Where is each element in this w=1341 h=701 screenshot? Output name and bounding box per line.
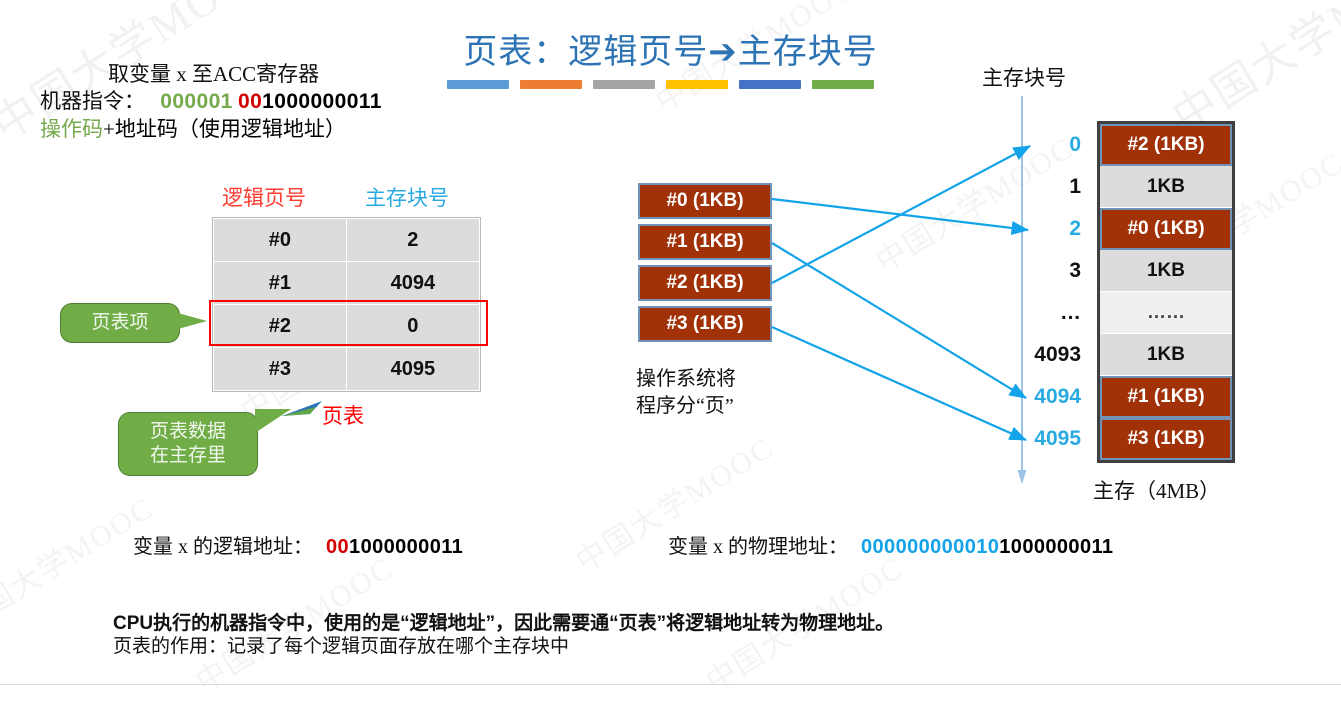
os-paging-note: 操作系统将 程序分“页” [636,366,736,420]
table-row[interactable]: #0 2 [213,218,481,262]
memory-block-number-1: 1 [1005,175,1081,199]
memory-row-label: #0 (1KB) [1127,218,1205,239]
memory-row-label: …… [1147,301,1185,323]
memory-row-4093[interactable]: 1KB [1100,334,1232,376]
main-memory-table: #2 (1KB) 1KB #0 (1KB) 1KB …… 1KB #1 (1KB… [1097,121,1235,463]
os-paging-note-line-2: 程序分“页” [636,395,734,417]
memory-row-label: #1 (1KB) [1127,386,1205,407]
memory-block-number-0: 0 [1005,133,1081,157]
program-page-block-0: #0 (1KB) [638,183,772,219]
page-number-cell: #2 [213,304,347,348]
table-row[interactable]: #3 4095 [213,347,481,391]
logical-address-line: 变量 x 的逻辑地址： 001000000011 [133,530,463,559]
memory-block-number-label: 2 [1069,217,1081,240]
memory-block-number-label: 4093 [1034,343,1081,366]
physical-address-low: 1000000011 [999,536,1114,558]
program-page-block-3: #3 (1KB) [638,306,772,342]
memory-block-number-3: 3 [1005,259,1081,283]
logical-address-low: 1000000011 [349,536,464,558]
callout-page-table-entry: 页表项 [60,303,207,343]
memory-block-number-4094: 4094 [1005,385,1081,409]
table-row[interactable]: #2 0 [213,304,481,348]
memory-row-4094[interactable]: #1 (1KB) [1100,376,1232,418]
memory-row-label: #3 (1KB) [1127,428,1205,449]
memory-row-2[interactable]: #0 (1KB) [1100,208,1232,250]
program-page-block-label: #0 (1KB) [666,190,744,211]
memory-block-number-label: 1 [1069,175,1081,198]
title-bar-4 [666,80,728,89]
callout-page-table-in-memory: 页表数据 在主存里 [118,409,291,476]
logical-address-label: 变量 x 的逻辑地址： [133,536,313,558]
memory-row-label: 1KB [1146,175,1185,197]
address-low-bits: 1000000011 [262,90,382,113]
memory-block-number-label: 0 [1069,133,1081,156]
callout-tail [255,409,291,433]
opcode-bits: 000001 [160,90,233,113]
page-number-cell: #3 [213,347,347,391]
memory-block-number-2: 2 [1005,217,1081,241]
address-code-label: +地址码（使用逻辑地址） [103,117,346,141]
page-number-cell: #1 [213,261,347,305]
program-page-block-label: #3 (1KB) [666,313,744,334]
block-number-cell: 4095 [345,347,481,391]
memory-row-4095[interactable]: #3 (1KB) [1100,418,1232,460]
page-table-header-block: 主存块号 [365,186,449,210]
logical-address-high: 00 [326,536,350,558]
program-page-block-2: #2 (1KB) [638,265,772,301]
memory-block-number-ellipsis: … [1005,301,1081,325]
block-number-cell: 2 [345,218,481,262]
title-underline-bars [447,80,874,89]
block-number-cell: 0 [345,304,481,348]
memory-row-label: 1KB [1146,259,1185,281]
opcode-label: 操作码 [40,117,103,141]
memory-block-number-label: 4094 [1034,385,1081,408]
memory-row-1[interactable]: 1KB [1100,166,1232,208]
memory-block-number-header: 主存块号 [982,66,1066,90]
page-table-label: 页表 [322,404,364,428]
page-title: 页表：逻辑页号➔主存块号 [463,34,878,71]
memory-row-label: 1KB [1146,343,1185,365]
memory-row-label: #2 (1KB) [1127,134,1205,155]
title-bar-1 [447,80,509,89]
bottom-divider [0,684,1341,685]
title-bar-2 [520,80,582,89]
instruction-line-2: 机器指令： 000001 001000000011 [40,85,382,115]
memory-row-3[interactable]: 1KB [1100,250,1232,292]
address-high-bits: 00 [237,90,263,113]
program-page-block-label: #2 (1KB) [666,272,744,293]
main-memory-caption: 主存（4MB） [1093,479,1221,503]
table-row[interactable]: #1 4094 [213,261,481,305]
program-page-block-label: #1 (1KB) [666,231,744,252]
memory-block-number-4095: 4095 [1005,427,1081,451]
physical-address-label: 变量 x 的物理地址： [668,536,848,558]
block-number-cell: 4094 [345,261,481,305]
page-table: #0 2 #1 4094 #2 0 #3 4095 [213,218,481,391]
machine-instruction-label: 机器指令： [40,89,145,113]
callout-page-table-entry-label: 页表项 [91,312,149,334]
memory-block-number-4093: 4093 [1005,343,1081,367]
page-number-cell: #0 [213,218,347,262]
callout-line-1: 页表数据 [149,421,226,443]
footer-line-1: CPU执行的机器指令中，使用的是“逻辑地址”，因此需要通“页表”将逻辑地址转为物… [113,613,895,634]
footer-line-2: 页表的作用：记录了每个逻辑页面存放在哪个主存块中 [113,636,570,657]
page-table-header-logical: 逻辑页号 [222,186,306,210]
callout-page-table-in-memory-label: 页表数据 在主存里 [150,420,226,468]
callout-tail [178,313,207,329]
memory-block-number-label: 4095 [1034,427,1081,450]
os-paging-note-line-1: 操作系统将 [636,368,736,390]
title-bar-5 [739,80,801,89]
memory-block-number-label: 3 [1069,259,1081,282]
instruction-line-3: 操作码+地址码（使用逻辑地址） [40,113,346,143]
memory-row-0[interactable]: #2 (1KB) [1100,124,1232,166]
memory-block-number-label: … [1060,301,1081,324]
memory-row-ellipsis[interactable]: …… [1100,292,1232,334]
title-bar-6 [812,80,874,89]
instruction-line-1: 取变量 x 至ACC寄存器 [108,62,320,86]
callout-line-2: 在主存里 [149,445,226,466]
title-bar-3 [593,80,655,89]
physical-address-high: 000000000010 [861,536,1000,558]
physical-address-line: 变量 x 的物理地址： 0000000000101000000011 [668,530,1113,559]
program-page-block-1: #1 (1KB) [638,224,772,260]
